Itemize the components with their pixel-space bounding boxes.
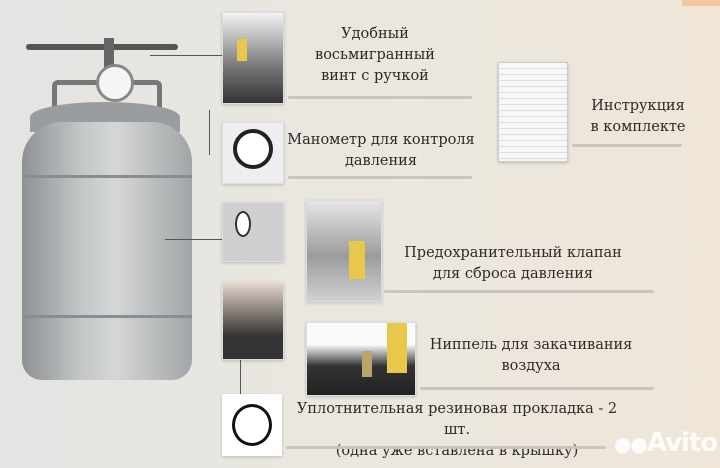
divider [288,96,472,99]
safety-valve-photo-small [222,202,284,262]
avito-logo-icon: ●● [614,432,648,456]
rubber-gasket-photo [222,394,282,456]
lid-gasket-photo [222,282,284,360]
autoclave-image [0,30,210,390]
instruction-photo [498,62,568,162]
safety-valve-photo [306,200,382,302]
divider [572,144,682,147]
air-nipple-photo [306,322,416,396]
gasket-ring-icon [232,404,272,446]
screw-handle-photo [222,12,284,104]
divider [286,446,606,449]
gauge-icon [96,64,134,102]
pressure-gauge-photo [222,122,284,184]
divider [384,290,654,293]
divider [288,176,472,179]
screw-bar [26,44,178,50]
feature-rubber-gasket-label: Уплотнительная резиновая прокладка - 2 ш… [296,401,618,459]
avito-watermark: ●●Avito [614,428,718,458]
divider [420,387,654,390]
